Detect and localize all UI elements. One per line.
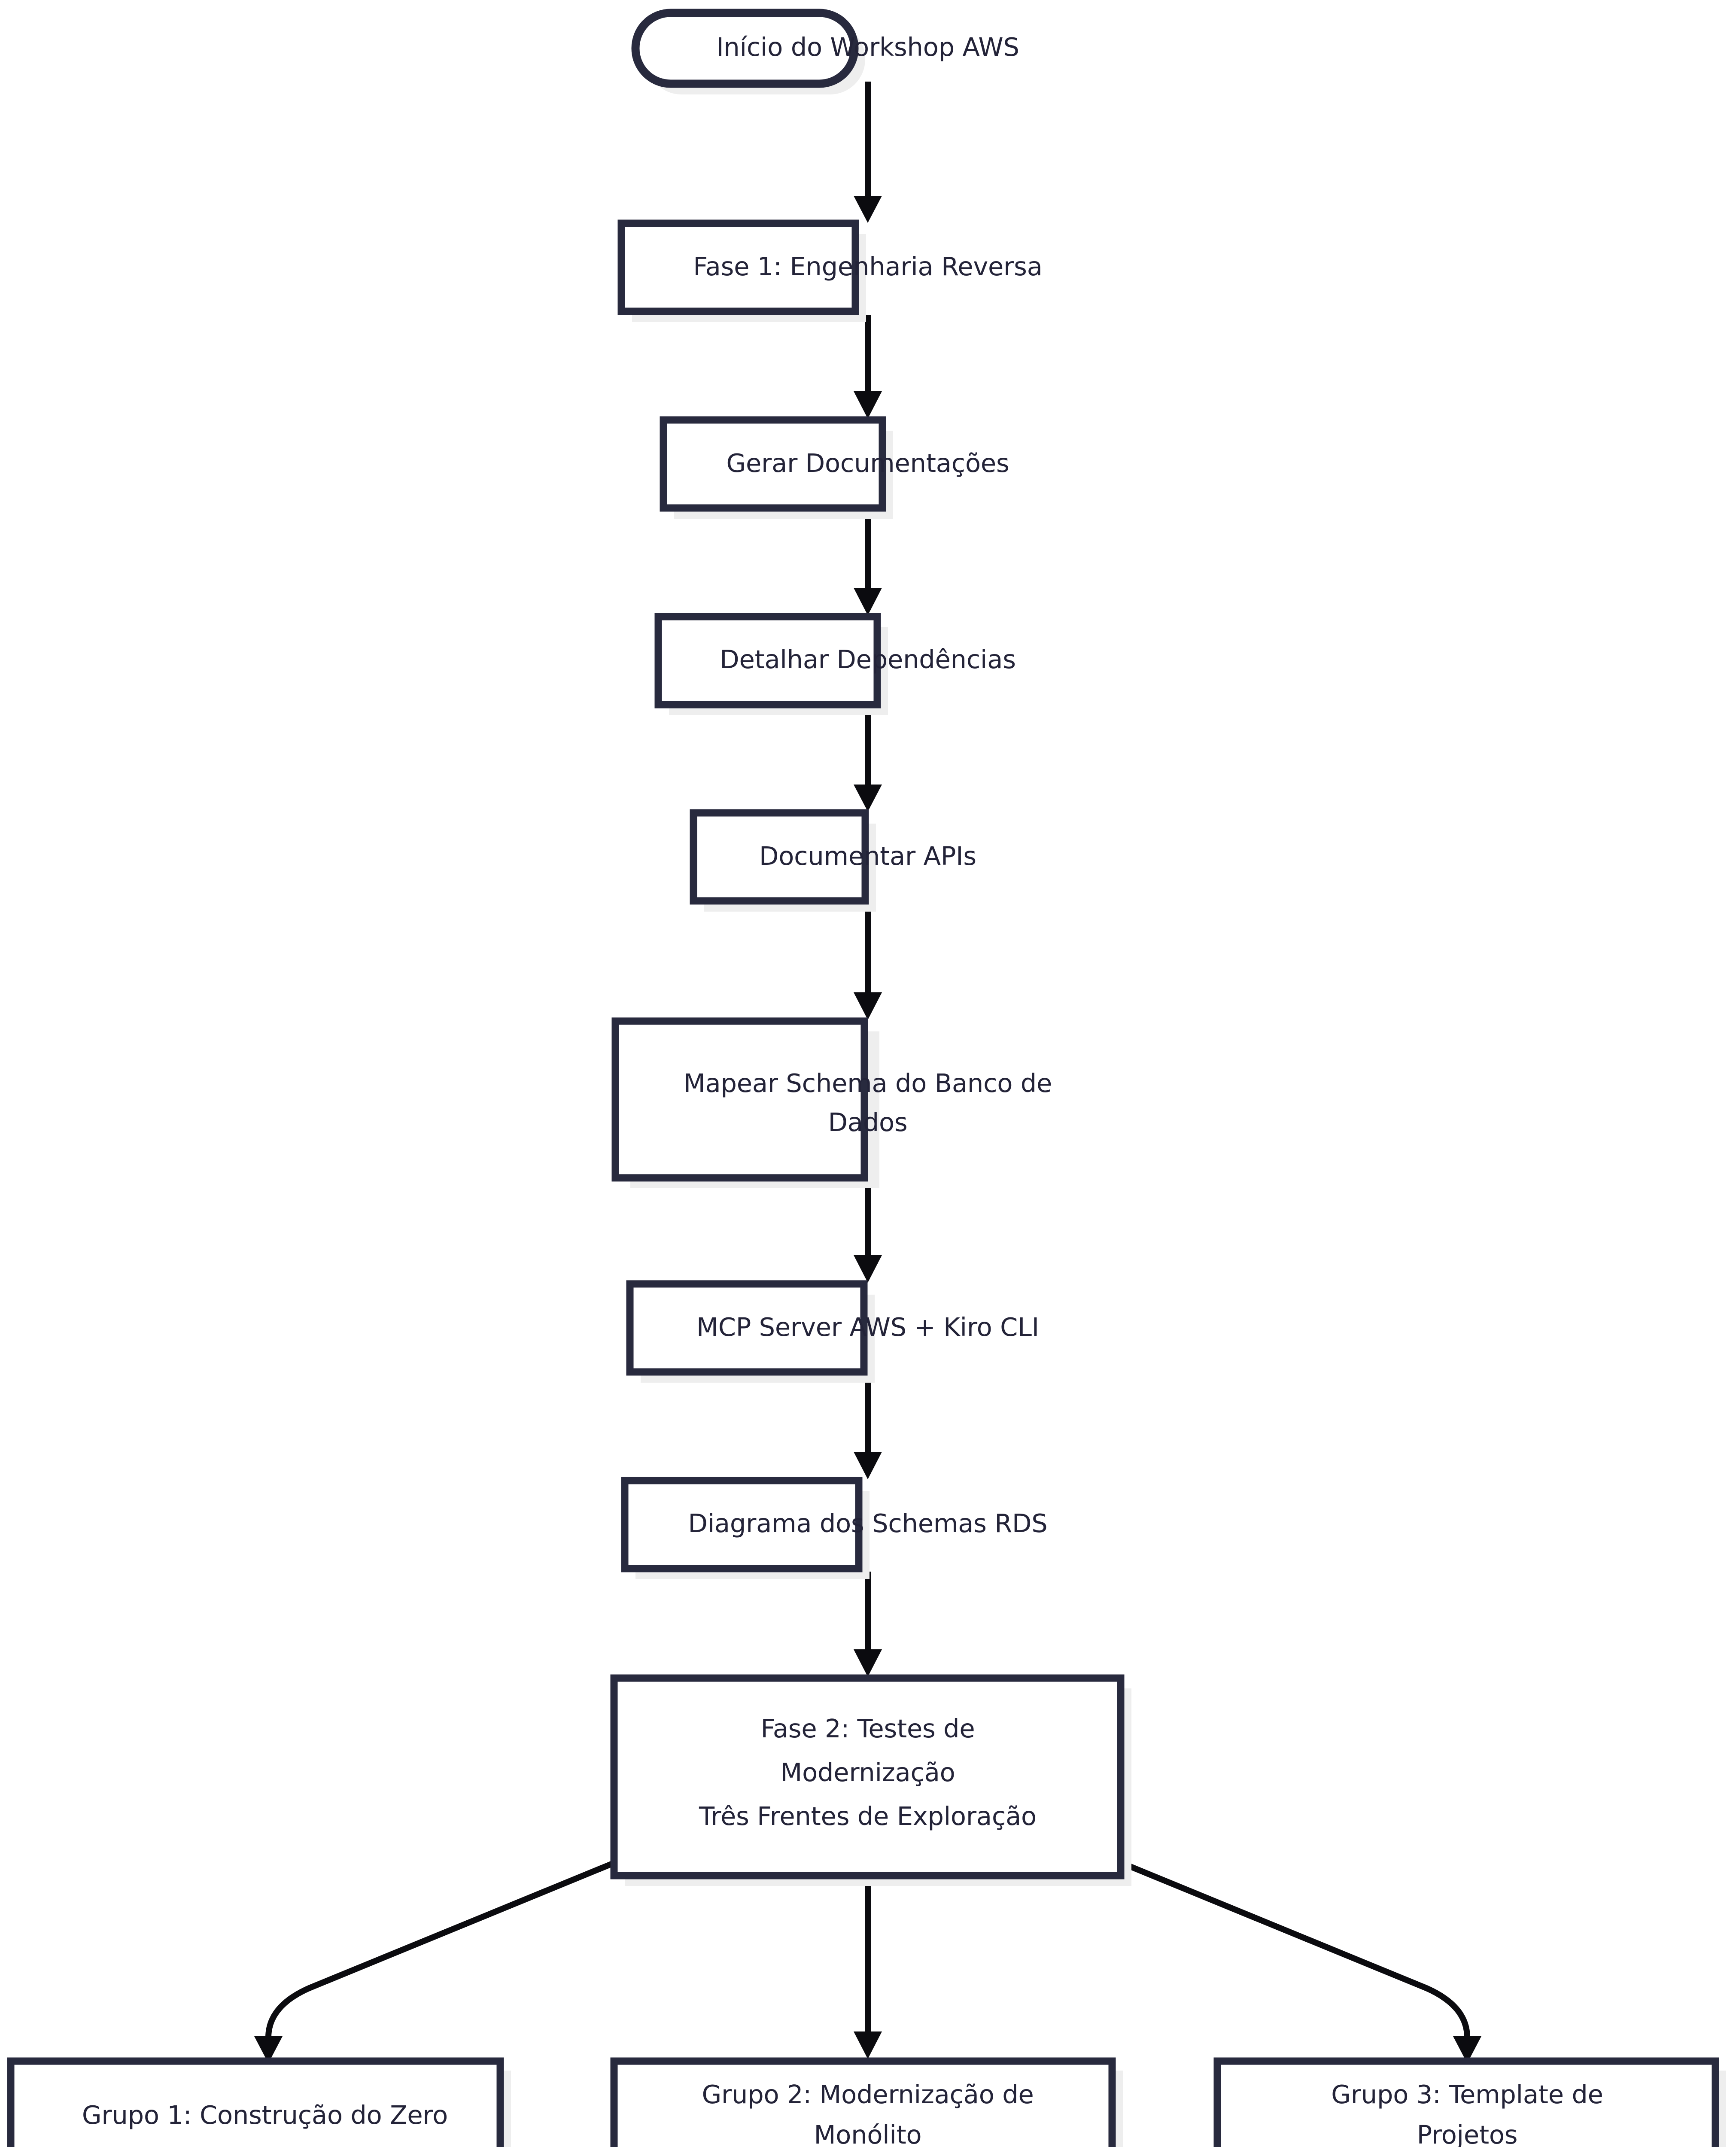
edge-fase2-to-grupo2 bbox=[854, 1878, 882, 2059]
edge-mcp-to-rds bbox=[854, 1375, 882, 1479]
node-label-layer: Início do Workshop AWS Fase 1: Engenhari… bbox=[82, 32, 1603, 2147]
svg-text:Monólito: Monólito bbox=[814, 2120, 922, 2147]
node-apis-shape[interactable] bbox=[690, 809, 869, 905]
node-apis-label: Documentar APIs bbox=[759, 841, 976, 871]
node-schema-shape[interactable] bbox=[611, 1017, 868, 1182]
node-rds-label: Diagrama dos Schemas RDS bbox=[688, 1508, 1047, 1538]
node-docs-label: Gerar Documentações bbox=[726, 448, 1009, 478]
edge-fase1-to-docs bbox=[854, 315, 882, 419]
node-start-label: Início do Workshop AWS bbox=[716, 32, 1019, 62]
svg-text:Grupo 2: Modernização de: Grupo 2: Modernização de bbox=[702, 2080, 1034, 2109]
node-schema-label: Mapear Schema do Banco de Dados bbox=[684, 1068, 1052, 1137]
node-fase2-shape[interactable] bbox=[610, 1674, 1125, 1879]
node-grupo3-label: Grupo 3: Template de Projetos bbox=[1331, 2080, 1603, 2147]
node-grupo2-label: Grupo 2: Modernização de Monólito bbox=[702, 2080, 1034, 2147]
svg-text:Grupo 3: Template de: Grupo 3: Template de bbox=[1331, 2080, 1603, 2109]
node-shape-layer bbox=[7, 9, 1719, 2147]
edge-deps-to-apis bbox=[854, 709, 882, 812]
node-mcp-label: MCP Server AWS + Kiro CLI bbox=[696, 1312, 1039, 1342]
edge-layer bbox=[254, 82, 1481, 2063]
edge-fase2-to-grupo1 bbox=[254, 1859, 618, 2063]
edge-rds-to-fase2 bbox=[854, 1572, 882, 1677]
svg-text:Três Frentes de Exploração: Três Frentes de Exploração bbox=[699, 1801, 1037, 1831]
node-grupo2-shape[interactable] bbox=[610, 2057, 1116, 2147]
node-fase1-shape[interactable] bbox=[617, 219, 859, 315]
svg-text:Fase 2: Testes de: Fase 2: Testes de bbox=[761, 1714, 975, 1743]
node-grupo1-label: Grupo 1: Construção do Zero bbox=[82, 2100, 448, 2130]
edge-apis-to-schema bbox=[854, 905, 882, 1020]
svg-text:Dados: Dados bbox=[828, 1107, 908, 1137]
svg-text:Mapear Schema do Banco de: Mapear Schema do Banco de bbox=[684, 1068, 1052, 1098]
node-fase1-label: Fase 1: Engenharia Reversa bbox=[693, 252, 1042, 281]
node-rds-shape[interactable] bbox=[621, 1477, 863, 1572]
node-start-shape[interactable] bbox=[631, 9, 859, 88]
node-mcp-shape[interactable] bbox=[626, 1280, 868, 1376]
edge-start-to-fase1 bbox=[854, 82, 882, 223]
svg-text:Modernização: Modernização bbox=[780, 1758, 955, 1787]
node-grupo1-shape[interactable] bbox=[7, 2057, 504, 2147]
node-deps-label: Detalhar Dependências bbox=[720, 645, 1016, 674]
node-fase2-label: Fase 2: Testes de Modernização Três Fren… bbox=[699, 1714, 1037, 1831]
node-docs-shape[interactable] bbox=[660, 416, 886, 512]
edge-docs-to-deps bbox=[854, 512, 882, 615]
svg-text:Projetos: Projetos bbox=[1417, 2120, 1518, 2147]
edge-fase2-to-grupo3 bbox=[1118, 1859, 1481, 2063]
node-deps-shape[interactable] bbox=[654, 613, 881, 709]
node-grupo3-shape[interactable] bbox=[1213, 2057, 1719, 2147]
edge-schema-to-mcp bbox=[854, 1180, 882, 1283]
